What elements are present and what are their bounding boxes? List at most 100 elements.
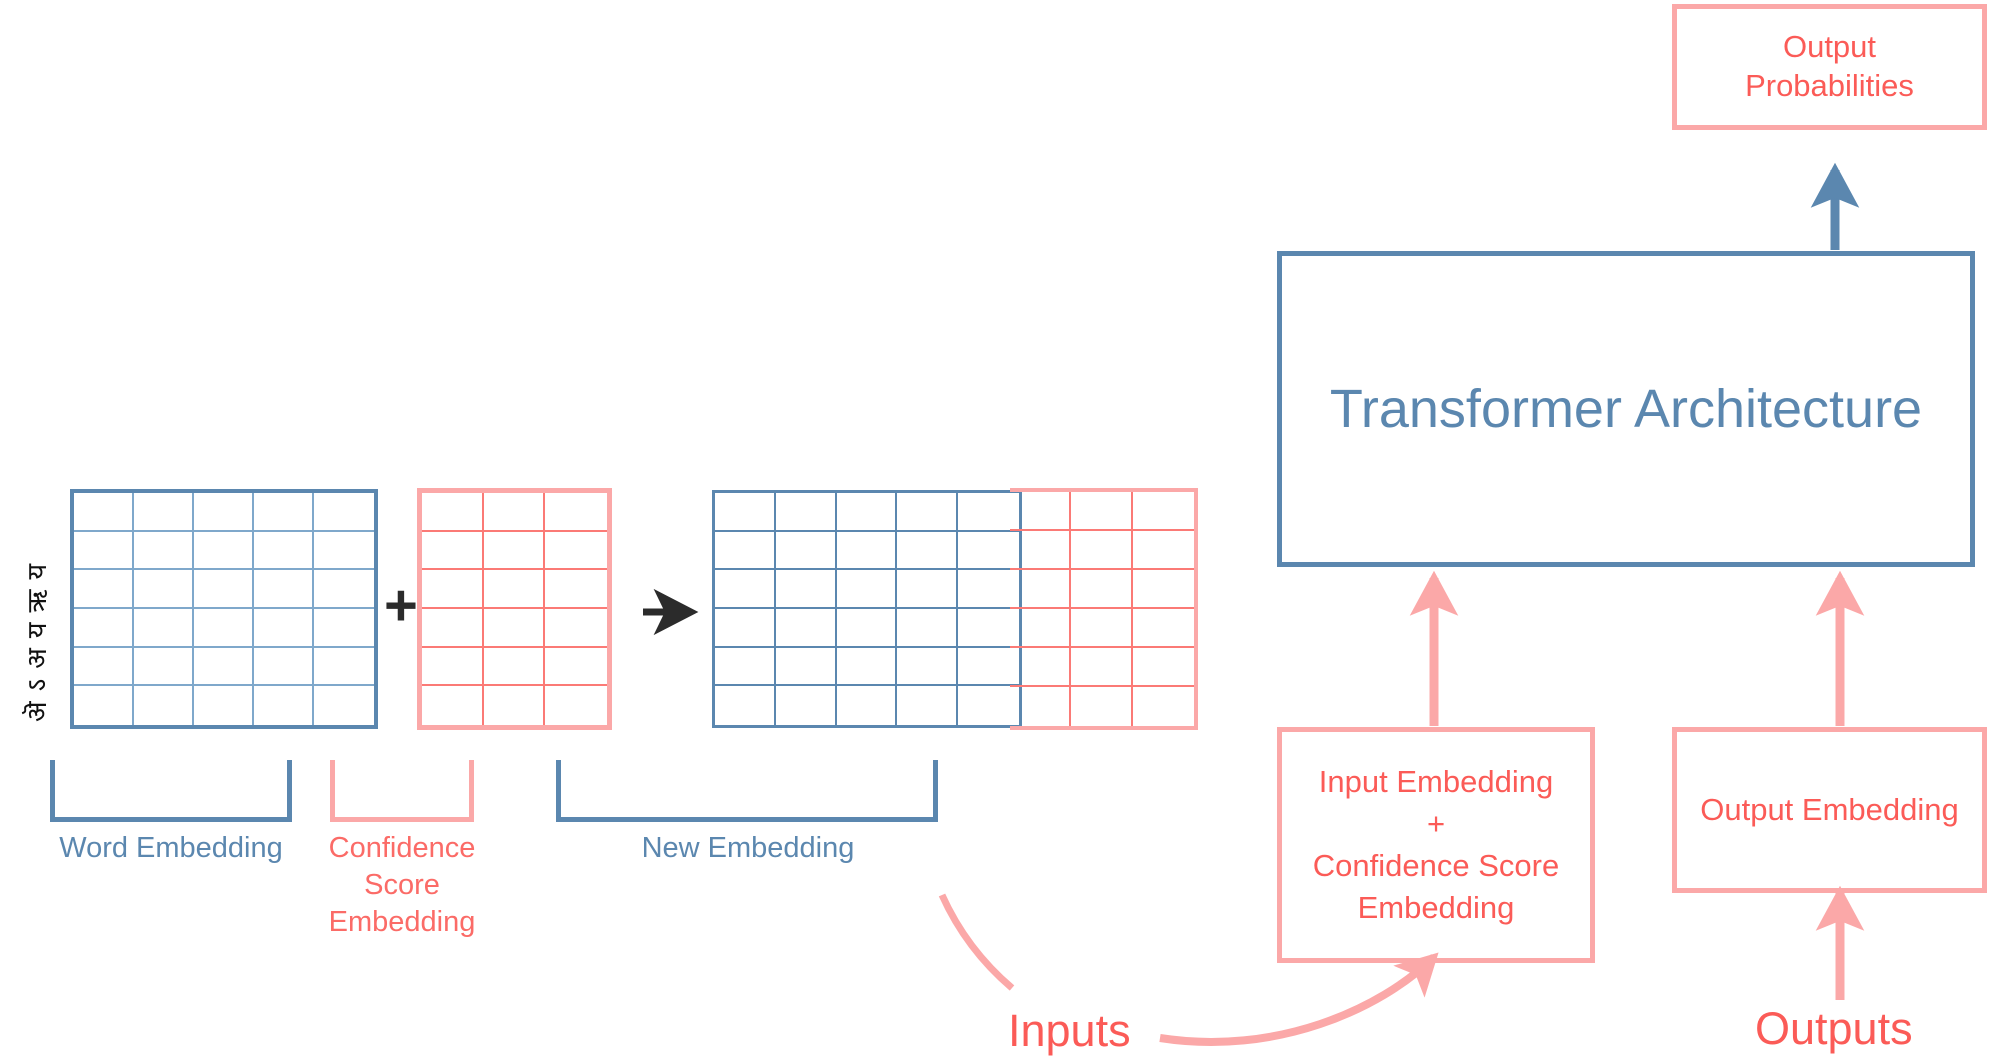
new-embedding-blue-cell <box>775 531 837 571</box>
output-probabilities-text: Output Probabilities <box>1745 28 1914 106</box>
new-embedding-pink-cell <box>1132 648 1194 687</box>
new-embedding-grid-pink <box>1010 488 1198 730</box>
word-embedding-cell <box>134 647 194 687</box>
new-embedding-blue-cell <box>836 531 898 571</box>
word-embedding-cell <box>314 648 374 687</box>
new-embedding-blue-cell <box>776 686 837 725</box>
new-embedding-blue-cell <box>715 570 776 609</box>
word-embedding-row-labels: ऄऽअयऋय <box>22 553 53 722</box>
new-embedding-blue-cell <box>837 686 898 725</box>
new-embedding-blue-cell <box>775 609 837 648</box>
new-embedding-blue-cell <box>715 686 776 725</box>
word-embedding-cell <box>254 686 314 725</box>
new-embedding-caption: New Embedding <box>641 832 855 864</box>
input-embedding-line-1: Input Embedding <box>1318 763 1554 799</box>
new-embedding-blue-cell <box>715 647 776 687</box>
word-embedding-cell <box>194 686 254 725</box>
word-embedding-cell <box>194 647 254 687</box>
plus-symbol: + <box>384 573 418 638</box>
input-embedding-line-4: Embedding <box>1357 890 1515 926</box>
confidence-score-cell <box>483 570 546 609</box>
confidence-score-cell <box>484 686 546 725</box>
word-embedding-cell <box>74 531 134 571</box>
outputs-label: Outputs <box>1755 1003 1913 1054</box>
new-embedding-pink-cell <box>1132 492 1194 531</box>
new-embedding-pink-cell <box>1071 648 1133 687</box>
input-embedding-line-2: + <box>1426 805 1446 841</box>
word-embedding-bracket <box>50 760 292 822</box>
confidence-score-caption: Confidence Score Embedding <box>328 832 476 939</box>
word-embedding-cell <box>254 647 314 687</box>
new-embedding-blue-cell <box>775 647 837 687</box>
new-embedding-grid-blue <box>712 490 1022 728</box>
new-embedding-pink-cell <box>1010 531 1072 570</box>
confidence-score-cell <box>422 686 484 725</box>
word-embedding-cell <box>74 647 134 687</box>
word-embedding-grid <box>70 489 378 729</box>
new-embedding-blue-cell <box>715 493 776 532</box>
word-embedding-cell <box>194 609 254 648</box>
word-embedding-cell <box>254 570 314 609</box>
new-embedding-pink-cell <box>1071 687 1133 726</box>
new-embedding-blue-cell <box>897 570 959 609</box>
new-embedding-pink-cell <box>1010 492 1072 531</box>
output-probabilities-line-2: Probabilities <box>1745 68 1914 103</box>
new-embedding-pink-cell <box>1071 492 1133 531</box>
confidence-score-cell <box>422 609 484 648</box>
new-embedding-pink-cell <box>1132 531 1194 570</box>
input-embedding-line-3: Confidence Score <box>1312 848 1560 883</box>
confidence-score-cell <box>422 531 484 571</box>
word-embedding-cell <box>134 493 194 532</box>
confidence-score-cell <box>483 531 546 571</box>
confidence-score-bracket <box>330 760 474 822</box>
new-embedding-pink-cell <box>1010 648 1072 687</box>
new-embedding-blue-cell <box>715 531 776 571</box>
new-embedding-pink-cell <box>1133 687 1194 726</box>
confidence-score-cell <box>483 609 546 648</box>
new-embedding-blue-cell <box>897 531 959 571</box>
word-embedding-cell <box>134 609 194 648</box>
new-embedding-blue-cell <box>775 493 837 532</box>
new-embedding-blue-cell <box>897 647 959 687</box>
new-embedding-pink-cell <box>1010 609 1072 648</box>
output-probabilities-box: Output Probabilities <box>1672 4 1987 130</box>
confidence-score-cell <box>545 570 607 609</box>
new-embedding-blue-cell <box>897 493 959 532</box>
new-embedding-blue-cell <box>836 493 898 532</box>
new-embedding-pink-cell <box>1071 570 1133 609</box>
word-embedding-cell <box>134 570 194 609</box>
confidence-score-grid <box>417 488 612 730</box>
confidence-score-cell <box>483 493 546 532</box>
output-probabilities-line-1: Output <box>1782 29 1877 65</box>
output-embedding-label: Output Embedding <box>1700 791 1959 827</box>
new-embedding-pink-cell <box>1132 609 1194 648</box>
confidence-score-cell <box>545 532 607 571</box>
new-embedding-pink-cell <box>1071 609 1133 648</box>
word-embedding-cell <box>134 531 194 571</box>
word-embedding-cell <box>74 686 134 725</box>
new-embedding-pink-cell <box>1010 570 1072 609</box>
word-embedding-cell <box>254 609 314 648</box>
word-embedding-cell <box>194 493 254 532</box>
confidence-score-cell <box>545 648 607 687</box>
inputs-label: Inputs <box>1008 1005 1131 1056</box>
word-embedding-cell <box>194 531 254 571</box>
transformer-architecture-box: Transformer Architecture <box>1277 251 1975 567</box>
new-embedding-blue-cell <box>958 532 1019 571</box>
new-embedding-pink-cell <box>1132 570 1194 609</box>
new-embedding-pink-cell <box>1010 687 1072 726</box>
word-embedding-cell <box>74 493 134 532</box>
confidence-score-cell <box>545 609 607 648</box>
word-embedding-cell <box>314 609 374 648</box>
word-embedding-cell <box>314 532 374 571</box>
word-embedding-cell <box>194 570 254 609</box>
confidence-score-cell <box>483 647 546 687</box>
confidence-score-cell <box>422 493 484 532</box>
new-embedding-blue-cell <box>836 647 898 687</box>
confidence-score-cell <box>422 570 484 609</box>
new-embedding-blue-cell <box>836 570 898 609</box>
new-embedding-blue-cell <box>958 648 1019 687</box>
confidence-score-cell <box>545 493 607 532</box>
input-embedding-box: Input Embedding + Confidence Score Embed… <box>1277 727 1595 963</box>
